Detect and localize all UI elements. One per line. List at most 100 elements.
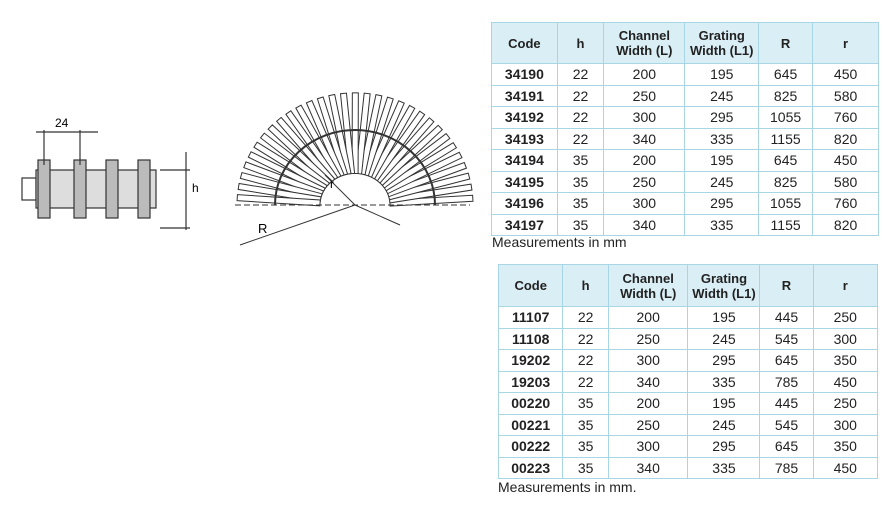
bolt-icon: [105, 159, 119, 219]
table-cell: 00220: [497, 392, 564, 415]
grating-bar: [371, 110, 426, 182]
R-dim-line: [239, 204, 356, 246]
table-cell: 22: [556, 63, 605, 86]
column-header: h: [556, 22, 605, 64]
table-cell: 825: [757, 84, 814, 107]
table-cell: 22: [562, 370, 609, 393]
table-cell: 34197: [491, 213, 558, 236]
table-cell: 445: [759, 392, 814, 415]
grating-bar: [316, 96, 349, 177]
dim-24-label: 24: [55, 116, 69, 130]
table-cell: 00223: [497, 456, 564, 479]
column-header: Grating Width (L1): [687, 264, 761, 307]
table-cell: 34191: [491, 84, 558, 107]
table-cell: 22: [562, 306, 609, 329]
table-cell: 35: [562, 456, 609, 479]
grating-bar: [377, 124, 444, 187]
table-cell: 545: [759, 327, 814, 350]
table-cell: 300: [607, 435, 689, 458]
column-header: r: [812, 22, 879, 64]
table-cell: 35: [556, 149, 605, 172]
table-cell: 245: [684, 84, 759, 107]
grating-bar: [285, 110, 339, 182]
grating-bar: [355, 92, 371, 175]
table-cell: 340: [603, 127, 686, 150]
table-cell: 1155: [757, 213, 814, 236]
table-cell: 11108: [497, 327, 564, 350]
fan-diagram: [235, 92, 474, 246]
column-header: Code: [497, 264, 564, 307]
grating-bar: [382, 141, 458, 192]
table-cell: 195: [687, 306, 761, 329]
table-cell: 300: [603, 192, 686, 215]
grating-bar: [374, 117, 435, 184]
table-cell: 450: [812, 149, 879, 172]
table-cell: 35: [556, 192, 605, 215]
table-cell: 580: [812, 84, 879, 107]
table-cell: 300: [812, 413, 879, 436]
r-dim-line: [324, 174, 356, 206]
dim-r-label: r: [330, 177, 334, 191]
table-cell: 34195: [491, 170, 558, 193]
table-cell: 450: [812, 63, 879, 86]
bolt-icon: [37, 159, 51, 219]
table-cell: 820: [812, 213, 879, 236]
table-cell: 34193: [491, 127, 558, 150]
table-cell: 545: [759, 413, 814, 436]
column-header: h: [562, 264, 609, 307]
grating-bar: [275, 116, 336, 184]
table-cell: 250: [603, 84, 686, 107]
grating-bar: [305, 99, 345, 178]
table-cell: 300: [812, 327, 879, 350]
grating-bar: [361, 96, 394, 177]
table-cell: 760: [812, 192, 879, 215]
table-cell: 200: [603, 149, 686, 172]
dim-R-label: R: [258, 221, 267, 236]
table-cell: 295: [684, 106, 759, 129]
table-cell: 200: [607, 392, 689, 415]
table-cell: 335: [687, 370, 761, 393]
table-cell: 645: [757, 149, 814, 172]
grating-bar: [253, 141, 328, 192]
table-cell: 645: [759, 349, 814, 372]
table-cell: 245: [684, 170, 759, 193]
table-cell: 760: [812, 106, 879, 129]
grating-bar: [386, 161, 468, 198]
table-cell: 1055: [757, 192, 814, 215]
table-cell: 19202: [497, 349, 564, 372]
column-header: Code: [491, 22, 558, 64]
table-cell: 335: [684, 213, 759, 236]
grating-bar: [236, 194, 321, 207]
table-cell: 340: [603, 213, 686, 236]
table-cell: 340: [607, 456, 689, 479]
grating-bar: [358, 94, 383, 176]
column-header: Channel Width (L): [603, 22, 686, 64]
table-cell: 35: [556, 213, 605, 236]
dim-line: [354, 204, 401, 226]
table-cell: 250: [607, 327, 689, 350]
grating-bar: [365, 100, 405, 178]
column-header: R: [757, 22, 814, 64]
grating-bar: [237, 182, 322, 204]
table-cell: 785: [759, 370, 814, 393]
table-cell: 335: [687, 456, 761, 479]
table-cell: 195: [684, 149, 759, 172]
grating-bar: [389, 194, 474, 207]
table-cell: 00221: [497, 413, 564, 436]
grating-bar: [239, 171, 323, 201]
table-cell: 22: [556, 127, 605, 150]
